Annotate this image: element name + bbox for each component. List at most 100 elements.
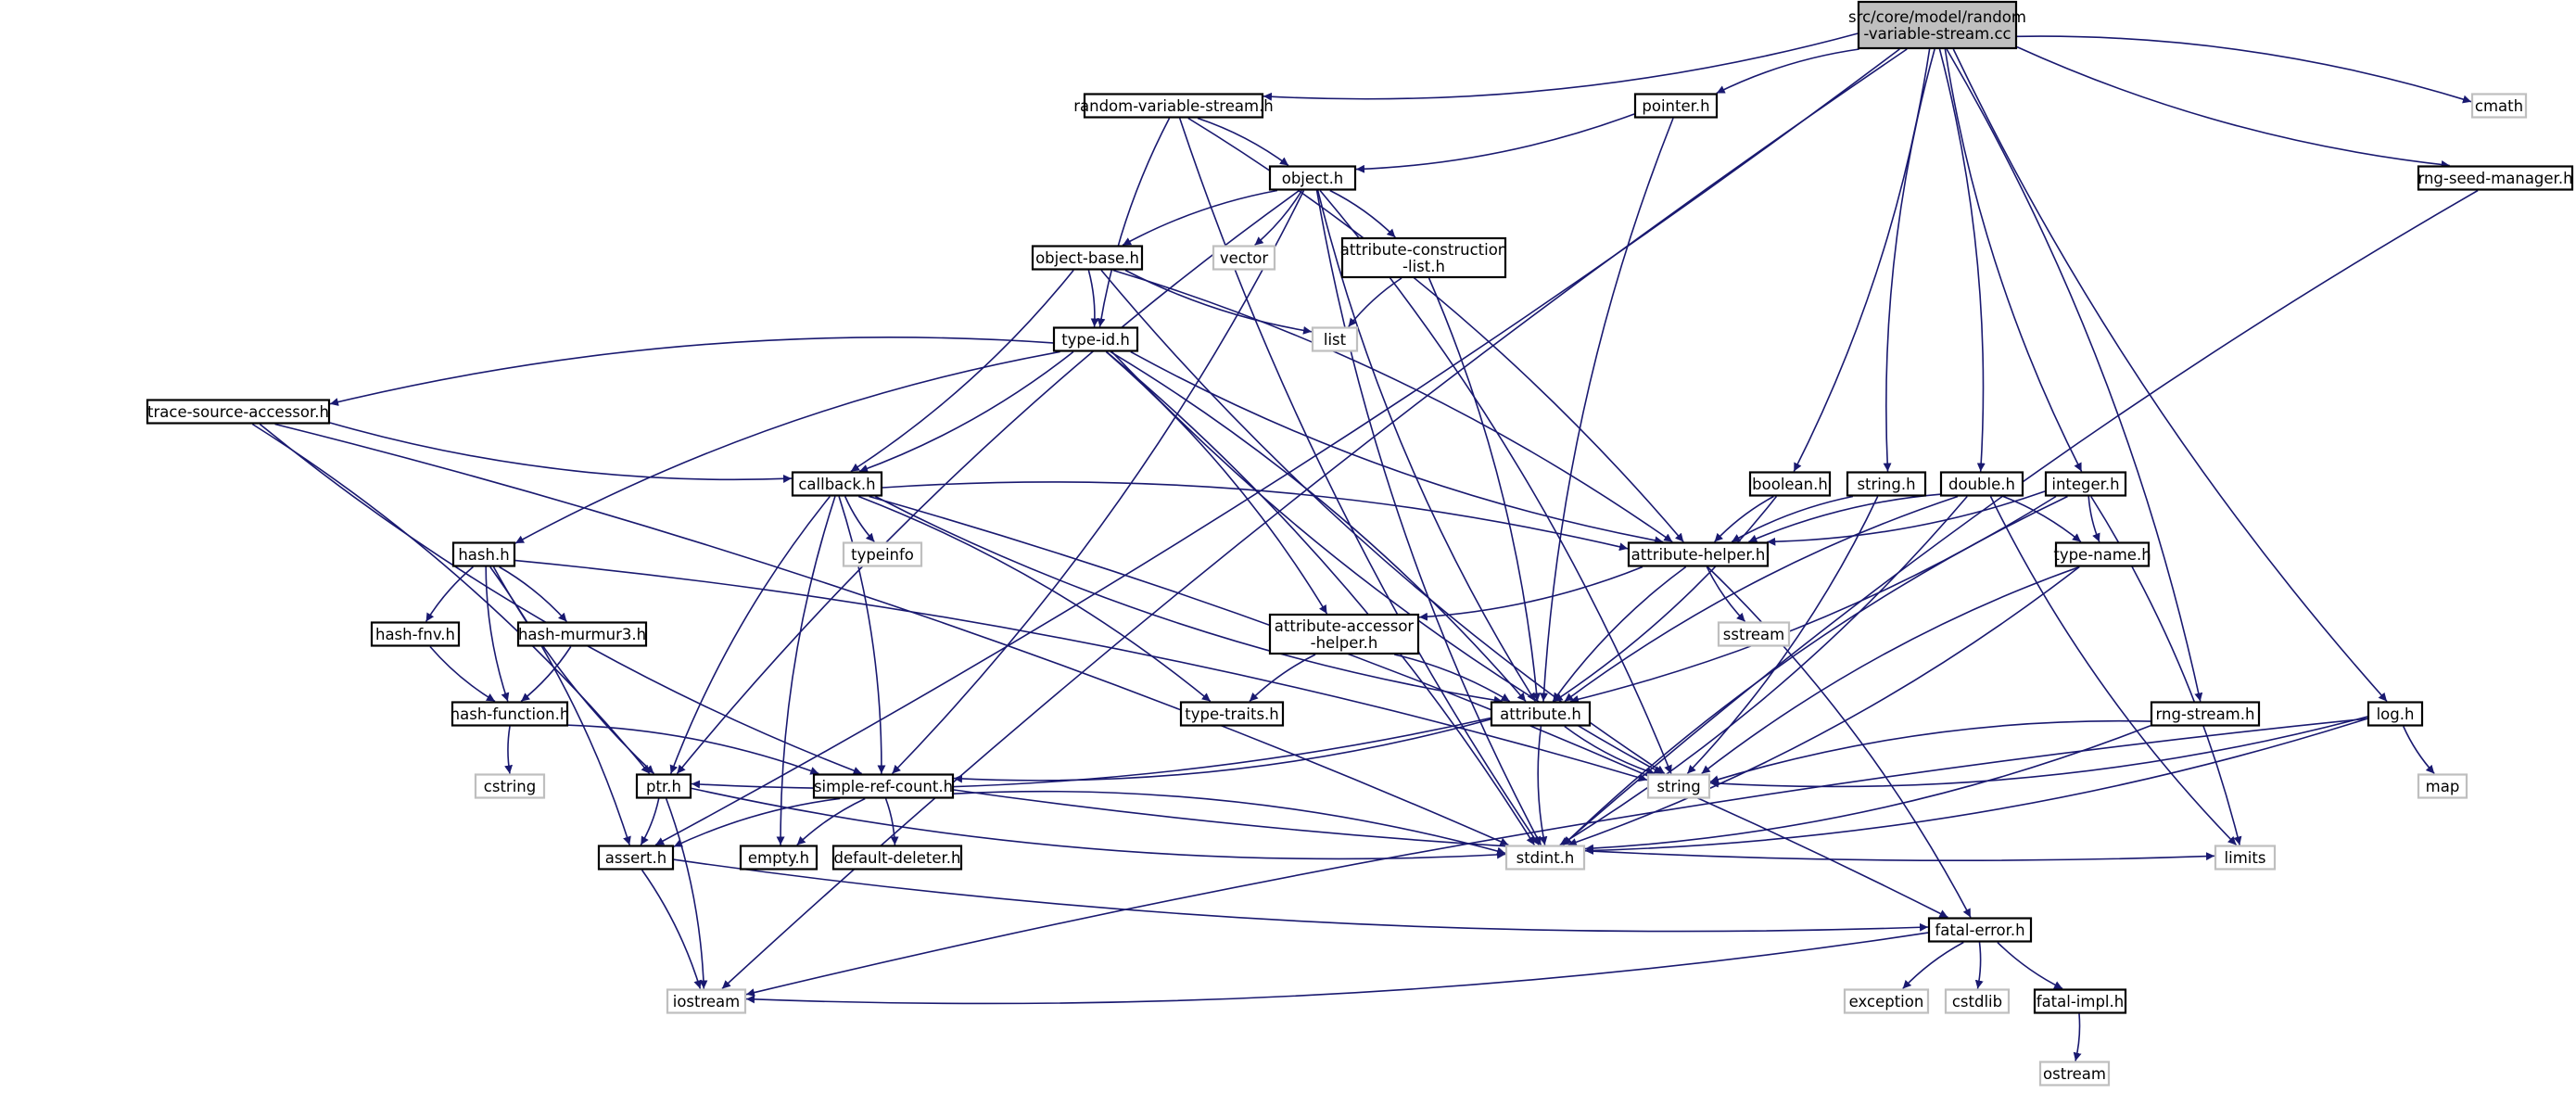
node-box xyxy=(1179,701,1285,727)
node-label: iostream xyxy=(673,993,741,1010)
edge-fatal-error-h-to-exception xyxy=(1902,941,1964,990)
edge-boolean-h-to-attribute-h xyxy=(1554,496,1778,703)
node-cstdlib[interactable]: cstdlib xyxy=(1944,988,2011,1014)
node-box xyxy=(370,621,461,647)
node-object-h[interactable]: object.h xyxy=(1268,165,1357,191)
node-label: cstring xyxy=(484,778,536,795)
node-box xyxy=(597,845,675,871)
node-rng-stream-h[interactable]: rng-stream.h xyxy=(2150,701,2261,727)
node-type-name-h[interactable]: type-name.h xyxy=(2053,541,2151,567)
node-attribute-h[interactable]: attribute.h xyxy=(1490,701,1592,727)
edge-log-h-to-iostream xyxy=(745,718,2368,997)
edge-double-h-to-attribute-h xyxy=(1564,495,1959,703)
node-limits[interactable]: limits xyxy=(2214,845,2277,871)
node-iostream[interactable]: iostream xyxy=(666,988,747,1014)
node-label: cstdlib xyxy=(1952,993,2002,1010)
edge-ptr-h-to-assert-h xyxy=(640,798,660,845)
node-string[interactable]: string xyxy=(1646,773,1711,799)
node-exception[interactable]: exception xyxy=(1843,988,1930,1014)
node-stdint-h[interactable]: stdint.h xyxy=(1504,845,1586,871)
edge-object-base-h-to-callback-h xyxy=(850,269,1074,473)
node-ptr-h[interactable]: ptr.h xyxy=(635,773,692,799)
edge-type-id-h-to-attribute-h xyxy=(1110,350,1527,703)
node-cstring[interactable]: cstring xyxy=(474,773,546,799)
node-assert-h[interactable]: assert.h xyxy=(597,845,675,871)
node-sstream[interactable]: sstream xyxy=(1717,621,1791,647)
node-hash-murmur3-h[interactable]: hash-murmur3.h xyxy=(516,621,648,647)
node-boolean-h[interactable]: boolean.h xyxy=(1748,471,1832,497)
edge-hash-h-to-hash-fnv-h xyxy=(425,566,474,622)
node-box xyxy=(1627,541,1770,567)
node-root[interactable]: src/core/model/random-variable-stream.cc xyxy=(1848,0,2026,50)
node-label: boolean.h xyxy=(1752,476,1828,493)
node-hash-h[interactable]: hash.h xyxy=(451,541,516,567)
node-map[interactable]: map xyxy=(2417,773,2468,799)
edge-root-to-rvs-h xyxy=(1263,32,1859,101)
node-type-id-h[interactable]: type-id.h xyxy=(1052,326,1139,352)
node-label: pointer.h xyxy=(1642,97,1709,115)
node-rng-seed-manager-h[interactable]: rng-seed-manager.h xyxy=(2417,165,2574,191)
node-ostream[interactable]: ostream xyxy=(2038,1061,2111,1087)
node-typeinfo[interactable]: typeinfo xyxy=(842,541,923,567)
edge-type-id-h-to-attribute-helper-h xyxy=(1130,350,1664,545)
node-box xyxy=(1748,471,1832,497)
node-label: empty.h xyxy=(748,849,809,867)
node-cmath[interactable]: cmath xyxy=(2470,93,2528,119)
edge-type-id-h-to-callback-h xyxy=(858,350,1074,473)
edge-rvs-h-to-type-id-h xyxy=(1097,118,1171,327)
node-box xyxy=(635,773,692,799)
node-type-traits-h[interactable]: type-traits.h xyxy=(1179,701,1285,727)
node-object-base-h[interactable]: object-base.h xyxy=(1031,245,1144,271)
node-label: -variable-stream.cc xyxy=(1863,25,2011,43)
edge-type-id-h-to-trace-source-accessor-h xyxy=(329,337,1054,406)
node-box xyxy=(2417,773,2468,799)
node-attribute-helper-h[interactable]: attribute-helper.h xyxy=(1627,541,1770,567)
node-simple-ref-count-h[interactable]: simple-ref-count.h xyxy=(812,773,955,799)
edge-fatal-error-h-to-cstdlib xyxy=(1974,942,1984,989)
node-attr-constr-list-h[interactable]: attribute-construction-list.h xyxy=(1340,236,1508,279)
node-label: attribute.h xyxy=(1500,705,1581,723)
node-box xyxy=(2054,541,2151,567)
node-fatal-error-h[interactable]: fatal-error.h xyxy=(1927,917,2033,943)
node-default-deleter-h[interactable]: default-deleter.h xyxy=(831,845,963,871)
node-box xyxy=(2038,1061,2111,1087)
node-box xyxy=(1939,471,2024,497)
edge-string-h-to-attribute-helper-h xyxy=(1731,495,1854,543)
edge-fatal-error-h-to-fatal-impl-h xyxy=(1997,941,2063,990)
node-empty-h[interactable]: empty.h xyxy=(739,845,818,871)
node-label: limits xyxy=(2225,849,2266,867)
node-fatal-impl-h[interactable]: fatal-impl.h xyxy=(2033,988,2127,1014)
edge-object-h-to-attr-constr-list-h xyxy=(1329,189,1396,238)
node-pointer-h[interactable]: pointer.h xyxy=(1633,93,1719,119)
edge-rvs-h-to-object-h xyxy=(1197,117,1289,167)
edge-root-to-cmath xyxy=(2016,35,2472,104)
node-box xyxy=(1846,471,1927,497)
edge-root-to-integer-h xyxy=(1944,48,2083,472)
node-box xyxy=(1927,917,2033,943)
node-label: attribute-helper.h xyxy=(1631,546,1766,564)
node-integer-h[interactable]: integer.h xyxy=(2044,471,2127,497)
node-box xyxy=(2214,845,2277,871)
node-rvs-h[interactable]: random-variable-stream.h xyxy=(1073,93,1274,119)
node-vector[interactable]: vector xyxy=(1212,245,1276,271)
edge-hash-h-to-ptr-h xyxy=(492,566,655,775)
node-label: rng-stream.h xyxy=(2156,705,2255,723)
node-hash-function-h[interactable]: hash-function.h xyxy=(450,701,570,727)
node-attr-accessor-helper-h[interactable]: attribute-accessor-helper.h xyxy=(1268,613,1420,655)
node-label: default-deleter.h xyxy=(834,849,961,867)
edge-fatal-error-h-to-iostream xyxy=(745,932,1929,1005)
edge-integer-h-to-limits xyxy=(2090,496,2242,845)
node-hash-fnv-h[interactable]: hash-fnv.h xyxy=(370,621,461,647)
node-label: hash-fnv.h xyxy=(375,626,455,643)
node-label: typeinfo xyxy=(851,546,914,564)
node-list[interactable]: list xyxy=(1311,326,1359,352)
node-trace-source-accessor-h[interactable]: trace-source-accessor.h xyxy=(146,399,331,425)
edge-string-h-to-string xyxy=(1686,496,1879,775)
edge-trace-source-accessor-h-to-stdint-h xyxy=(274,423,1509,846)
node-callback-h[interactable]: callback.h xyxy=(791,471,883,497)
node-double-h[interactable]: double.h xyxy=(1939,471,2024,497)
node-string-h[interactable]: string.h xyxy=(1846,471,1927,497)
edge-attr-accessor-helper-h-to-attribute-h xyxy=(1394,654,1511,703)
node-log-h[interactable]: log.h xyxy=(2367,701,2424,727)
node-label: trace-source-accessor.h xyxy=(147,403,329,421)
